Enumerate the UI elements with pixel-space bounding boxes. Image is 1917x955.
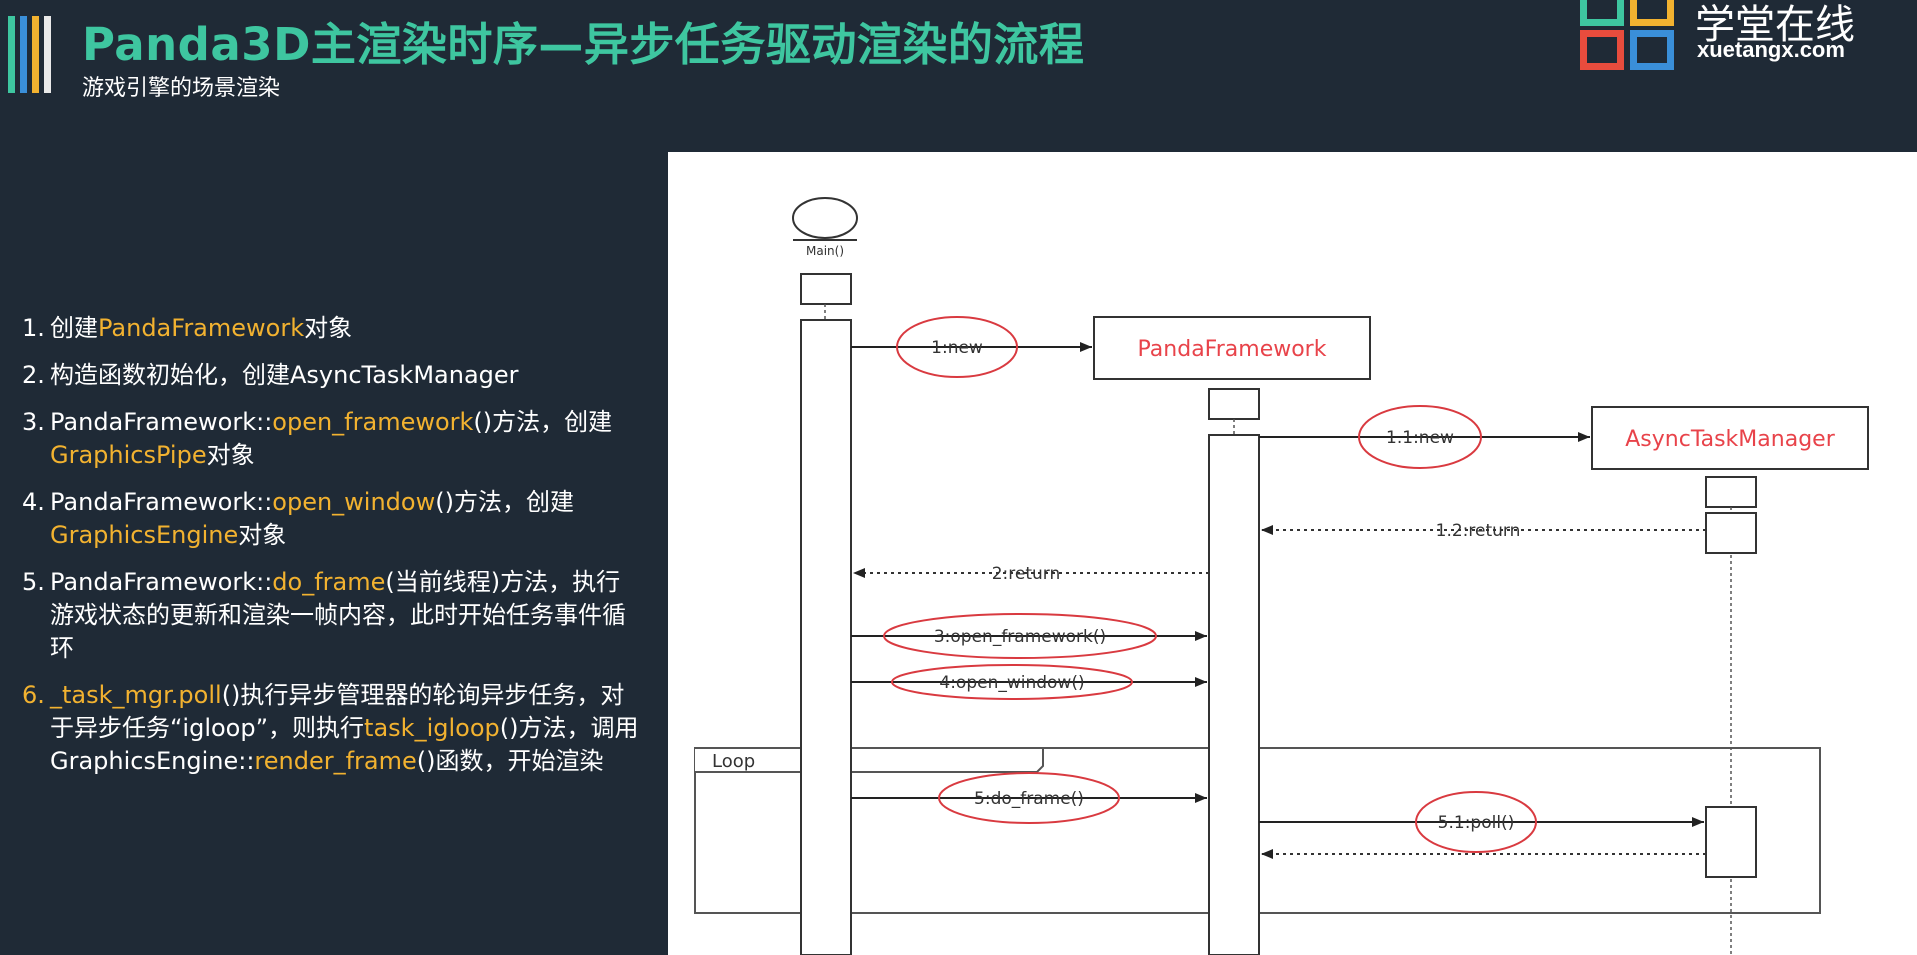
step-code-term: GraphicsPipe [50,441,207,469]
step-code-term: open_framework [272,408,474,436]
step-text: ()函数，开始渲染 [416,747,604,775]
logo-name-en: xuetangx.com [1697,37,1845,62]
step-text: ()方法，创建 [435,488,574,516]
asynctaskmanager-box [1591,406,1869,470]
message-4-open-window: 4:open_window() [851,664,1207,700]
step-number: 4. [22,488,45,516]
stripe-2 [20,16,27,93]
logo-square-2 [1630,0,1674,26]
message-5-do-frame: 5:do_frame() [851,772,1207,824]
step-text: PandaFramework:: [50,568,273,596]
step-text: ()方法，创建 [473,408,613,436]
step-item: 4.PandaFramework::open_window()方法，创建Grap… [22,486,642,552]
step-number: 2. [22,361,45,389]
header: Panda3D主渲染时序—异步任务驱动渲染的流程 游戏引擎的场景渲染 学堂在线 … [0,0,1917,101]
actor-head-icon [792,197,858,239]
step-number: 1. [22,314,45,342]
activation-asynctaskmanager-2 [1705,806,1757,878]
step-text: ()执行异步管理器的轮询异步任务，对于异步任务“igloop”，则执行 [50,681,625,742]
asynctaskmanager-label: AsyncTaskManager [1625,427,1835,452]
message-label: 1.2:return [1436,521,1521,541]
step-item: 5.PandaFramework::do_frame(当前线程)方法，执行游戏状… [22,566,642,665]
step-code-term: GraphicsEngine [50,521,239,549]
step-text: PandaFramework:: [50,488,273,516]
step-code-term: open_window [272,488,436,516]
step-number: 5. [22,568,45,596]
logo-square-1 [1580,0,1624,26]
actor-box [800,273,852,305]
step-text: 创建 [50,314,98,342]
step-code-term: do_frame [272,568,386,596]
message-label: 1.1:new [1386,428,1454,448]
object-pandaframework: PandaFramework [1093,316,1371,435]
step-text: PandaFramework:: [50,408,273,436]
message-5-1-poll: 5.1:poll() [1259,791,1704,853]
logo-name-cn: 学堂在线 [1695,2,1855,48]
stripe-3 [32,16,39,93]
message-label: 4:open_window() [939,673,1084,693]
step-item: 2.构造函数初始化，创建AsyncTaskManager [22,359,642,392]
step-text: 构造函数初始化，创建AsyncTaskManager [50,361,519,389]
messages: 1:new 1.1:new 1.2:return 2:return 3:open… [851,316,1706,859]
sequence-diagram-panel: Main() PandaFramework AsyncTaskManager L… [668,152,1917,955]
message-label: 1:new [931,338,983,358]
loop-label: Loop [712,751,755,772]
stripe-1 [8,16,15,93]
message-1-2-return: 1.2:return [1261,521,1706,541]
step-text: 对象 [304,314,353,342]
step-item: 3.PandaFramework::open_framework()方法，创建G… [22,406,642,472]
step-text: 对象 [238,521,287,549]
activation-pandaframework [1208,434,1260,955]
message-3-open-framework: 3:open_framework() [851,613,1207,659]
pandaframework-label: PandaFramework [1138,337,1327,362]
step-number: 3. [22,408,45,436]
logo-square-4 [1630,30,1674,70]
step-number: 6. [22,681,45,709]
actor-label: Main() [806,244,844,258]
step-text: ()方法，调用GraphicsEngine:: [50,714,639,775]
pandaframework-box [1093,316,1371,380]
message-1-new: 1:new [851,316,1092,378]
message-1-1-new: 1.1:new [1259,405,1590,469]
step-text: (当前线程)方法，执行游戏状态的更新和渲染一帧内容，此时开始任务事件循环 [50,568,626,662]
step-item: 6._task_mgr.poll()执行异步管理器的轮询异步任务，对于异步任务“… [22,679,642,778]
object-asynctaskmanager: AsyncTaskManager [1591,406,1869,955]
step-code-term: render_frame [254,747,417,775]
actor-main: Main() [792,197,858,320]
message-label: 2:return [992,564,1061,584]
step-code-term: task_igloop [364,714,500,742]
stripe-4 [44,16,51,93]
message-label: 3:open_framework() [934,627,1106,647]
slide-title: Panda3D主渲染时序—异步任务驱动渲染的流程 [82,18,1085,71]
logo-square-3 [1580,30,1624,70]
step-text: 对象 [206,441,255,469]
step-code-term: PandaFramework [98,314,305,342]
step-item: 1.创建PandaFramework对象 [22,312,642,345]
activation-asynctaskmanager-1 [1705,512,1757,554]
message-label: 5:do_frame() [974,789,1084,809]
message-label: 5.1:poll() [1438,813,1515,833]
sequence-diagram: Main() PandaFramework AsyncTaskManager L… [694,197,1869,955]
message-2-return: 2:return [853,564,1209,584]
slide-subtitle: 游戏引擎的场景渲染 [82,76,281,101]
step-code-term: _task_mgr.poll [50,681,222,709]
activation-main [800,319,852,955]
xuetangx-logo: 学堂在线 xuetangx.com [1580,0,1910,75]
